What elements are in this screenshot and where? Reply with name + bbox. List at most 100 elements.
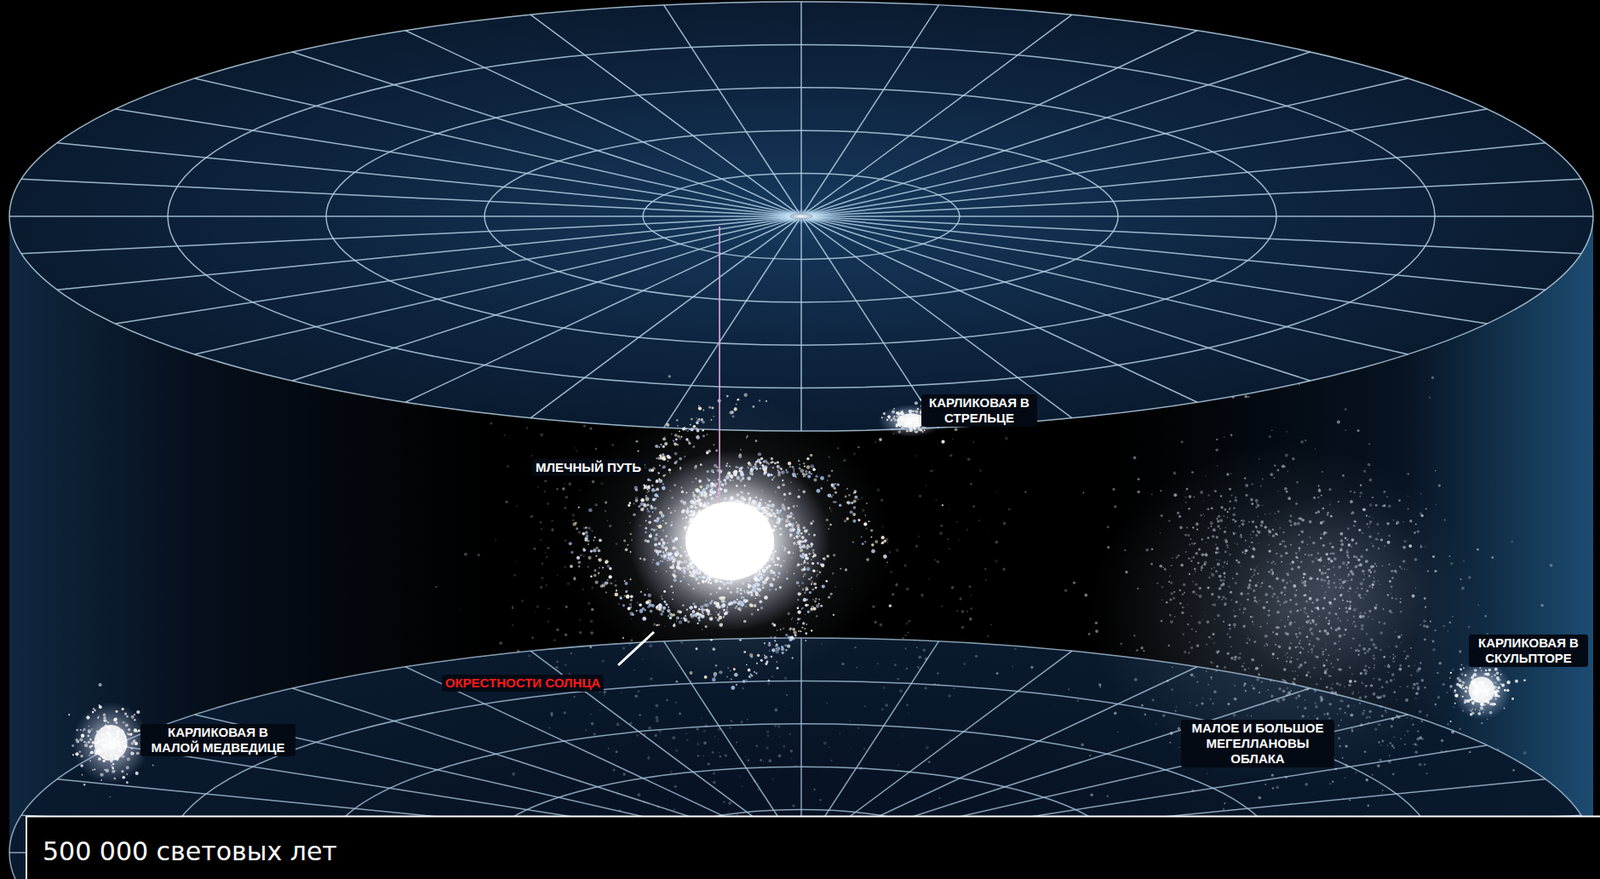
haze-star — [917, 655, 922, 660]
magellanic-star — [1275, 552, 1279, 556]
magellanic-star — [1300, 440, 1304, 444]
magellanic-star — [1133, 456, 1137, 460]
magellanic-star — [1330, 559, 1334, 563]
magellanic-star — [1314, 623, 1318, 626]
magellanic-star — [1244, 476, 1247, 480]
magellanic-star — [1359, 702, 1361, 705]
haze-star — [675, 774, 677, 776]
magellanic-star — [1280, 590, 1284, 594]
magellanic-star — [1280, 543, 1283, 545]
haze-star — [670, 770, 673, 774]
magellanic-star — [1424, 545, 1427, 548]
magellanic-star — [1378, 688, 1380, 689]
magellanic-star — [1237, 561, 1240, 564]
magellanic-star — [1230, 472, 1232, 474]
magellanic-star — [1178, 746, 1181, 749]
magellanic-star — [1421, 678, 1424, 682]
magellanic-star — [1325, 685, 1329, 689]
magellanic-star — [1451, 615, 1454, 618]
magellanic-star — [1395, 521, 1400, 525]
magellanic-star — [1267, 529, 1272, 534]
magellanic-star — [1324, 571, 1327, 574]
magellanic-star — [1281, 464, 1285, 469]
magellanic-star — [1450, 688, 1451, 690]
haze-star — [894, 583, 898, 586]
magellanic-star — [1189, 538, 1192, 540]
magellanic-star — [1338, 707, 1342, 711]
haze-star — [539, 521, 542, 523]
magellanic-star — [1267, 533, 1270, 536]
haze-star — [615, 750, 619, 753]
magellanic-star — [1283, 585, 1286, 589]
haze-star — [905, 667, 908, 671]
magellanic-star — [1227, 702, 1230, 706]
magellanic-star — [1236, 614, 1239, 617]
magellanic-star — [1347, 543, 1352, 547]
magellanic-star — [1346, 765, 1348, 768]
magellanic-star — [1168, 644, 1170, 647]
magellanic-star — [1187, 557, 1190, 560]
magellanic-star — [1210, 698, 1212, 700]
magellanic-star — [1347, 704, 1351, 708]
magellanic-star — [1434, 703, 1438, 706]
haze-star — [1004, 436, 1009, 441]
haze-star — [722, 800, 726, 803]
haze-star — [696, 742, 700, 746]
magellanic-star — [1403, 650, 1406, 653]
magellanic-star — [1351, 729, 1354, 732]
magellanic-star — [1322, 544, 1325, 547]
magellanic-star — [1263, 644, 1266, 647]
magellanic-star — [1371, 774, 1374, 776]
haze-star — [986, 635, 990, 638]
magellanic-star — [1168, 580, 1170, 583]
magellanic-star — [1244, 682, 1247, 685]
magellanic-star — [1267, 561, 1268, 563]
haze-star — [739, 775, 741, 778]
magellanic-star — [1449, 621, 1452, 625]
galaxy-star — [676, 620, 677, 622]
magellanic-star — [1367, 526, 1370, 528]
magellanic-star — [1289, 562, 1291, 565]
magellanic-star — [1445, 750, 1447, 752]
haze-star — [756, 788, 759, 791]
magellanic-star — [1337, 617, 1340, 620]
magellanic-star — [1286, 687, 1290, 690]
magellanic-star — [1386, 495, 1388, 498]
haze-star — [906, 703, 909, 706]
magellanic-star — [1340, 539, 1344, 543]
magellanic-star — [1344, 407, 1348, 411]
magellanic-star — [1423, 596, 1427, 600]
magellanic-star — [1211, 534, 1215, 538]
magellanic-star — [1337, 565, 1342, 569]
magellanic-star — [1223, 575, 1226, 578]
magellanic-star — [1320, 571, 1325, 575]
magellanic-star — [1192, 580, 1194, 583]
magellanic-star — [1256, 530, 1259, 533]
magellanic-star — [1405, 654, 1410, 659]
magellanic-star — [1393, 690, 1396, 694]
magellanic-star — [1347, 684, 1349, 686]
magellanic-star — [1215, 535, 1218, 539]
magellanic-star — [1262, 703, 1265, 706]
magellanic-star — [1250, 533, 1252, 536]
magellanic-star — [1238, 608, 1241, 611]
magellanic-star — [1220, 584, 1223, 587]
magellanic-star — [1202, 619, 1204, 620]
magellanic-star — [1247, 585, 1251, 590]
magellanic-star — [1372, 579, 1376, 583]
magellanic-star — [1386, 744, 1388, 746]
haze-star — [556, 574, 558, 576]
magellanic-star — [1347, 619, 1349, 622]
haze-star — [908, 619, 912, 623]
haze-star — [670, 774, 672, 775]
magellanic-star — [1267, 609, 1271, 613]
haze-star — [848, 720, 851, 723]
magellanic-star — [1373, 569, 1377, 573]
magellanic-star — [1140, 646, 1144, 650]
magellanic-star — [1338, 634, 1342, 638]
magellanic-star — [1362, 578, 1365, 580]
magellanic-star — [1393, 655, 1396, 658]
magellanic-star — [1387, 504, 1391, 507]
haze-star — [933, 682, 936, 686]
magellanic-star — [1206, 773, 1208, 775]
